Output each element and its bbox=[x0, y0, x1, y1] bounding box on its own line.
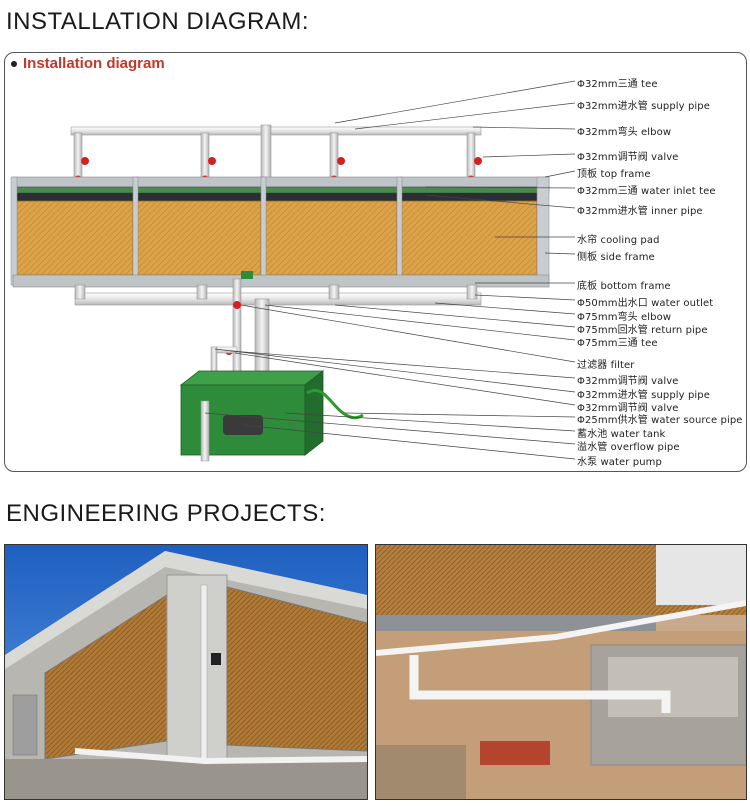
water-tank bbox=[179, 370, 325, 462]
top-supply-pipe bbox=[70, 126, 482, 136]
callout-supply-pipe-2: Φ32mm进水管 supply pipe bbox=[577, 390, 711, 401]
building-cooling-pad-photo bbox=[4, 544, 368, 800]
callout-leaders bbox=[204, 80, 576, 460]
inner-pipe bbox=[13, 193, 549, 201]
callout-cooling-pad: 水帘 cooling pad bbox=[577, 235, 660, 246]
callout-supply-pipe: Φ32mm进水管 supply pipe bbox=[577, 101, 711, 112]
inner-pipe-strip bbox=[12, 186, 550, 194]
callout-water-inlet-tee: Φ32mm三通 water inlet tee bbox=[577, 186, 716, 197]
engineering-projects-heading: ENGINEERING PROJECTS: bbox=[6, 500, 326, 527]
cooling-pads bbox=[14, 200, 538, 276]
callout-water-tank: 蓄水池 water tank bbox=[577, 429, 666, 440]
water-outlets bbox=[74, 284, 478, 300]
callout-overflow-pipe: 溢水管 overflow pipe bbox=[577, 442, 680, 453]
callout-bottom-frame: 底板 bottom frame bbox=[577, 281, 671, 292]
callout-return-pipe: Φ75mm回水管 return pipe bbox=[577, 325, 708, 336]
callout-top-frame: 顶板 top frame bbox=[577, 169, 651, 180]
callout-elbow: Φ32mm弯头 elbow bbox=[577, 127, 672, 138]
return-pipe bbox=[74, 292, 482, 306]
callout-water-pump: 水泵 water pump bbox=[577, 457, 662, 468]
callout-side-frame: 侧板 side frame bbox=[577, 252, 655, 263]
callout-elbow-75: Φ75mm弯头 elbow bbox=[577, 312, 672, 323]
callout-tee-75: Φ75mm三通 tee bbox=[577, 338, 658, 349]
bottom-frame bbox=[12, 274, 550, 288]
callout-valve-3: Φ32mm调节阀 valve bbox=[577, 403, 679, 414]
top-frame bbox=[12, 176, 550, 188]
installation-diagram-heading: INSTALLATION DIAGRAM: bbox=[6, 8, 309, 35]
side-frames bbox=[10, 176, 550, 286]
diagram-title: Installation diagram bbox=[23, 55, 165, 72]
overflow-pipe bbox=[200, 400, 210, 462]
inlet-tee-green bbox=[241, 271, 253, 279]
callout-filter: 过滤器 filter bbox=[577, 360, 635, 371]
filter-valve bbox=[233, 301, 241, 309]
callout-water-source-pipe: Φ25mm供水管 water source pipe bbox=[577, 415, 743, 426]
installation-diagram-panel: Installation diagram Φ32mm三通 tee Φ32mm进水… bbox=[4, 52, 747, 472]
callout-inner-pipe: Φ32mm进水管 inner pipe bbox=[577, 206, 703, 217]
callout-water-outlet: Φ50mm出水口 water outlet bbox=[577, 298, 714, 309]
callout-valve-2: Φ32mm调节阀 valve bbox=[577, 376, 679, 387]
callout-valve: Φ32mm调节阀 valve bbox=[577, 152, 679, 163]
title-bullet bbox=[11, 61, 17, 67]
piping-construction-photo bbox=[375, 544, 747, 800]
callout-tee: Φ32mm三通 tee bbox=[577, 79, 658, 90]
installation-diagram-drawing bbox=[10, 80, 576, 462]
